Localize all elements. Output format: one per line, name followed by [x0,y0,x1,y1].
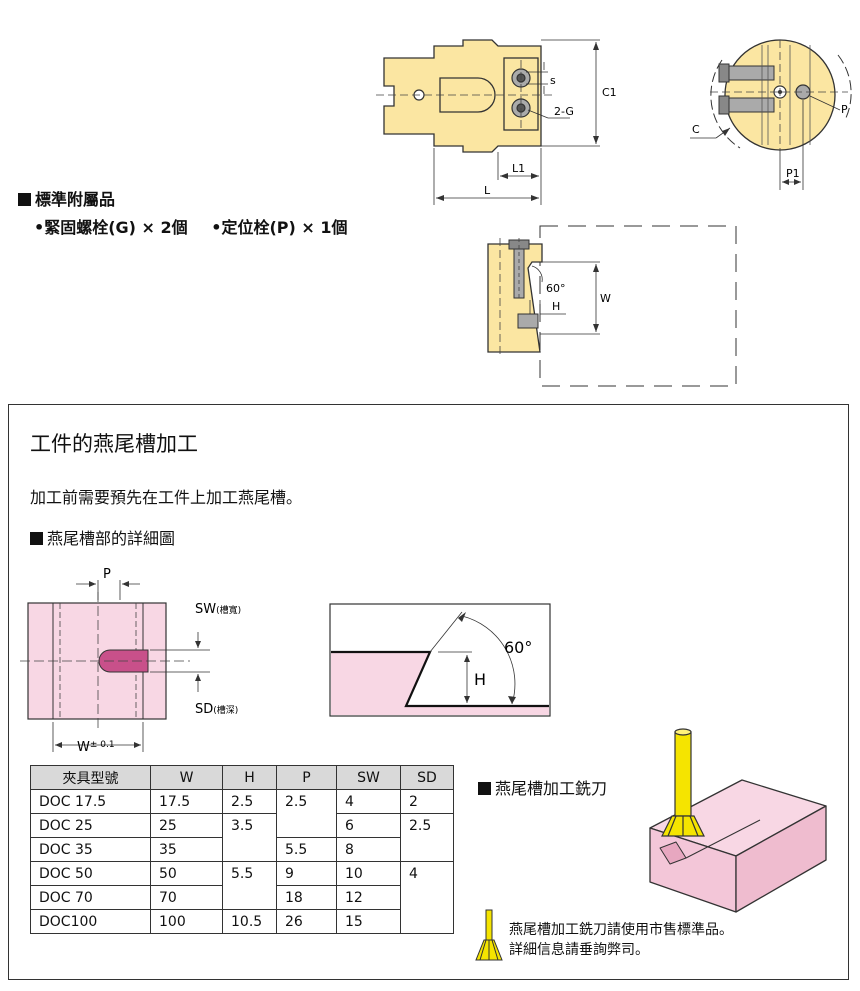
cell-w: 35 [150,837,223,862]
detail-sw-label: SW(槽寬) [195,602,241,617]
dovetail-detail-drawings: P SW(槽寬) SD(槽深) W± 0.1 60° H [20,567,551,755]
square-bullet-icon [478,782,491,795]
standard-part-bolts: •緊固螺栓(G) × 2個 [34,218,188,237]
dim-60-label: 60° [546,282,566,295]
dim-l-label: L [484,184,491,197]
detail-p-label: P [103,567,111,582]
slot-top-view [20,592,190,728]
workpiece-block [649,779,827,913]
detail-sd-label: SD(槽深) [195,702,238,717]
cell-sw: 4 [336,789,401,814]
cell-sw: 8 [336,837,401,862]
cell-h: 5.5 [222,861,277,886]
cell-model: DOC 35 [30,837,151,862]
col-header-sd: SD [400,765,454,790]
dovetail-cutter [661,728,705,837]
square-bullet-icon [30,532,43,545]
cell-h [222,885,277,910]
detail-angle-label: 60° [504,638,532,657]
cell-model: DOC100 [30,909,151,934]
col-header-sw: SW [336,765,401,790]
holder-body [383,39,542,153]
cell-w: 100 [150,909,223,934]
detail-title: 燕尾槽部的詳細圖 [30,525,175,549]
dim-2g-label: 2-G [554,105,574,118]
dim-c1-label: C1 [602,86,617,99]
table-row: DOC 17.5 17.5 2.5 2.5 4 2 [30,789,454,814]
cell-sd [400,909,454,934]
standard-parts-title: 標準附屬品 [18,186,115,210]
holder-side-view: s C1 2-G L1 L P P1 C [376,39,852,387]
detail-h-label: H [474,670,486,689]
cutter-note-line-2: 詳細信息請垂詢弊司。 [509,942,649,958]
dim-p1-label: P1 [786,167,800,180]
cell-w: 17.5 [150,789,223,814]
cell-p: 2.5 [276,789,337,814]
col-header-p: P [276,765,337,790]
cell-w: 25 [150,813,223,838]
cell-p [276,813,337,838]
table-row: DOC 50 50 5.5 9 10 4 [30,861,454,886]
dim-w-label: W [600,292,611,305]
col-header-h: H [222,765,277,790]
cell-h: 10.5 [222,909,277,934]
cell-sw: 15 [336,909,401,934]
cell-model: DOC 50 [30,861,151,886]
dovetail-mount-view [487,225,737,387]
col-header-model: 夾具型號 [30,765,151,790]
cell-sd [400,885,454,910]
cutter-note-line-1: 燕尾槽加工銑刀請使用市售標準品。 [509,922,733,938]
dimension-arrows-side [436,42,599,201]
cell-sd: 2 [400,789,454,814]
cutter-note: 燕尾槽加工銑刀請使用市售標準品。 詳細信息請垂詢弊司。 [509,920,733,960]
dim-h-label: H [552,300,560,313]
square-bullet-icon [18,193,31,206]
standard-part-pin: •定位栓(P) × 1個 [211,218,348,237]
detail-w-label: W± 0.1 [77,740,115,755]
cutter-title-text: 燕尾槽加工銑刀 [495,779,608,798]
dim-c-label: C [692,123,700,136]
cell-sd: 2.5 [400,813,454,838]
standard-parts-title-text: 標準附屬品 [35,190,116,209]
table-row: DOC 35 35 5.5 8 [30,837,454,862]
cell-model: DOC 70 [30,885,151,910]
spec-table: 夾具型號 W H P SW SD DOC 17.5 17.5 2.5 2.5 4… [30,765,454,934]
cell-w: 50 [150,861,223,886]
detail-title-text: 燕尾槽部的詳細圖 [47,529,176,548]
table-row: DOC100 100 10.5 26 15 [30,909,454,934]
dim-p-label: P [841,103,848,116]
cutter-illustration [475,728,827,961]
cell-sw: 12 [336,885,401,910]
cell-sd: 4 [400,861,454,886]
cutter-note-icon [475,909,503,961]
slot-side-view [329,603,551,717]
section-title: 工件的燕尾槽加工 [30,432,198,456]
dim-l1-label: L1 [512,162,525,175]
dim-s-label: s [550,74,556,87]
holder-end-view [710,39,852,151]
standard-parts-items: •緊固螺栓(G) × 2個 •定位栓(P) × 1個 [34,214,366,238]
cell-sw: 10 [336,861,401,886]
cutter-title: 燕尾槽加工銑刀 [478,775,607,799]
section-description: 加工前需要預先在工件上加工燕尾槽。 [30,488,303,507]
table-row: DOC 25 25 3.5 6 2.5 [30,813,454,838]
dovetail-section-panel [8,404,849,980]
